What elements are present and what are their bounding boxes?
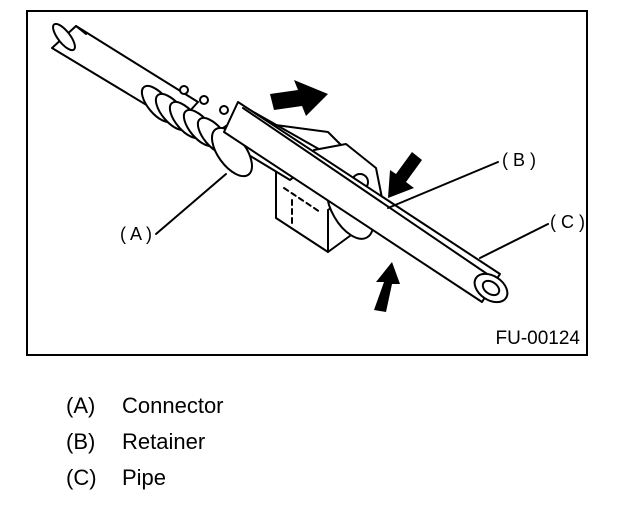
press-arrow-top-icon [388,152,422,198]
callout-a: ( A ) [120,224,152,244]
legend-label: Retainer [122,429,206,454]
legend: (A) Connector (B) Retainer (C) Pipe [66,388,224,496]
figure-frame: ( A ) ( B ) ( C ) FU-00124 [26,10,588,356]
corrugated-section [140,84,232,156]
legend-item: (B) Retainer [66,424,224,460]
legend-item: (A) Connector [66,388,224,424]
connector-diagram: ( A ) ( B ) ( C ) [51,22,585,312]
legend-key: (C) [66,465,97,490]
legend-item: (C) Pipe [66,460,224,496]
figure-code: FU-00124 [495,328,581,349]
leader-b [387,161,499,209]
legend-label: Pipe [122,465,167,490]
press-arrow-bottom-icon [374,262,400,312]
pipe [223,101,509,304]
leader-a [155,173,227,235]
legend-key: (A) [66,393,96,418]
callout-c: ( C ) [550,212,585,232]
legend-key: (B) [66,429,96,454]
slide-arrow-icon [270,80,328,116]
callout-b: ( B ) [502,150,536,170]
leader-c [479,223,549,259]
legend-label: Connector [122,393,224,418]
